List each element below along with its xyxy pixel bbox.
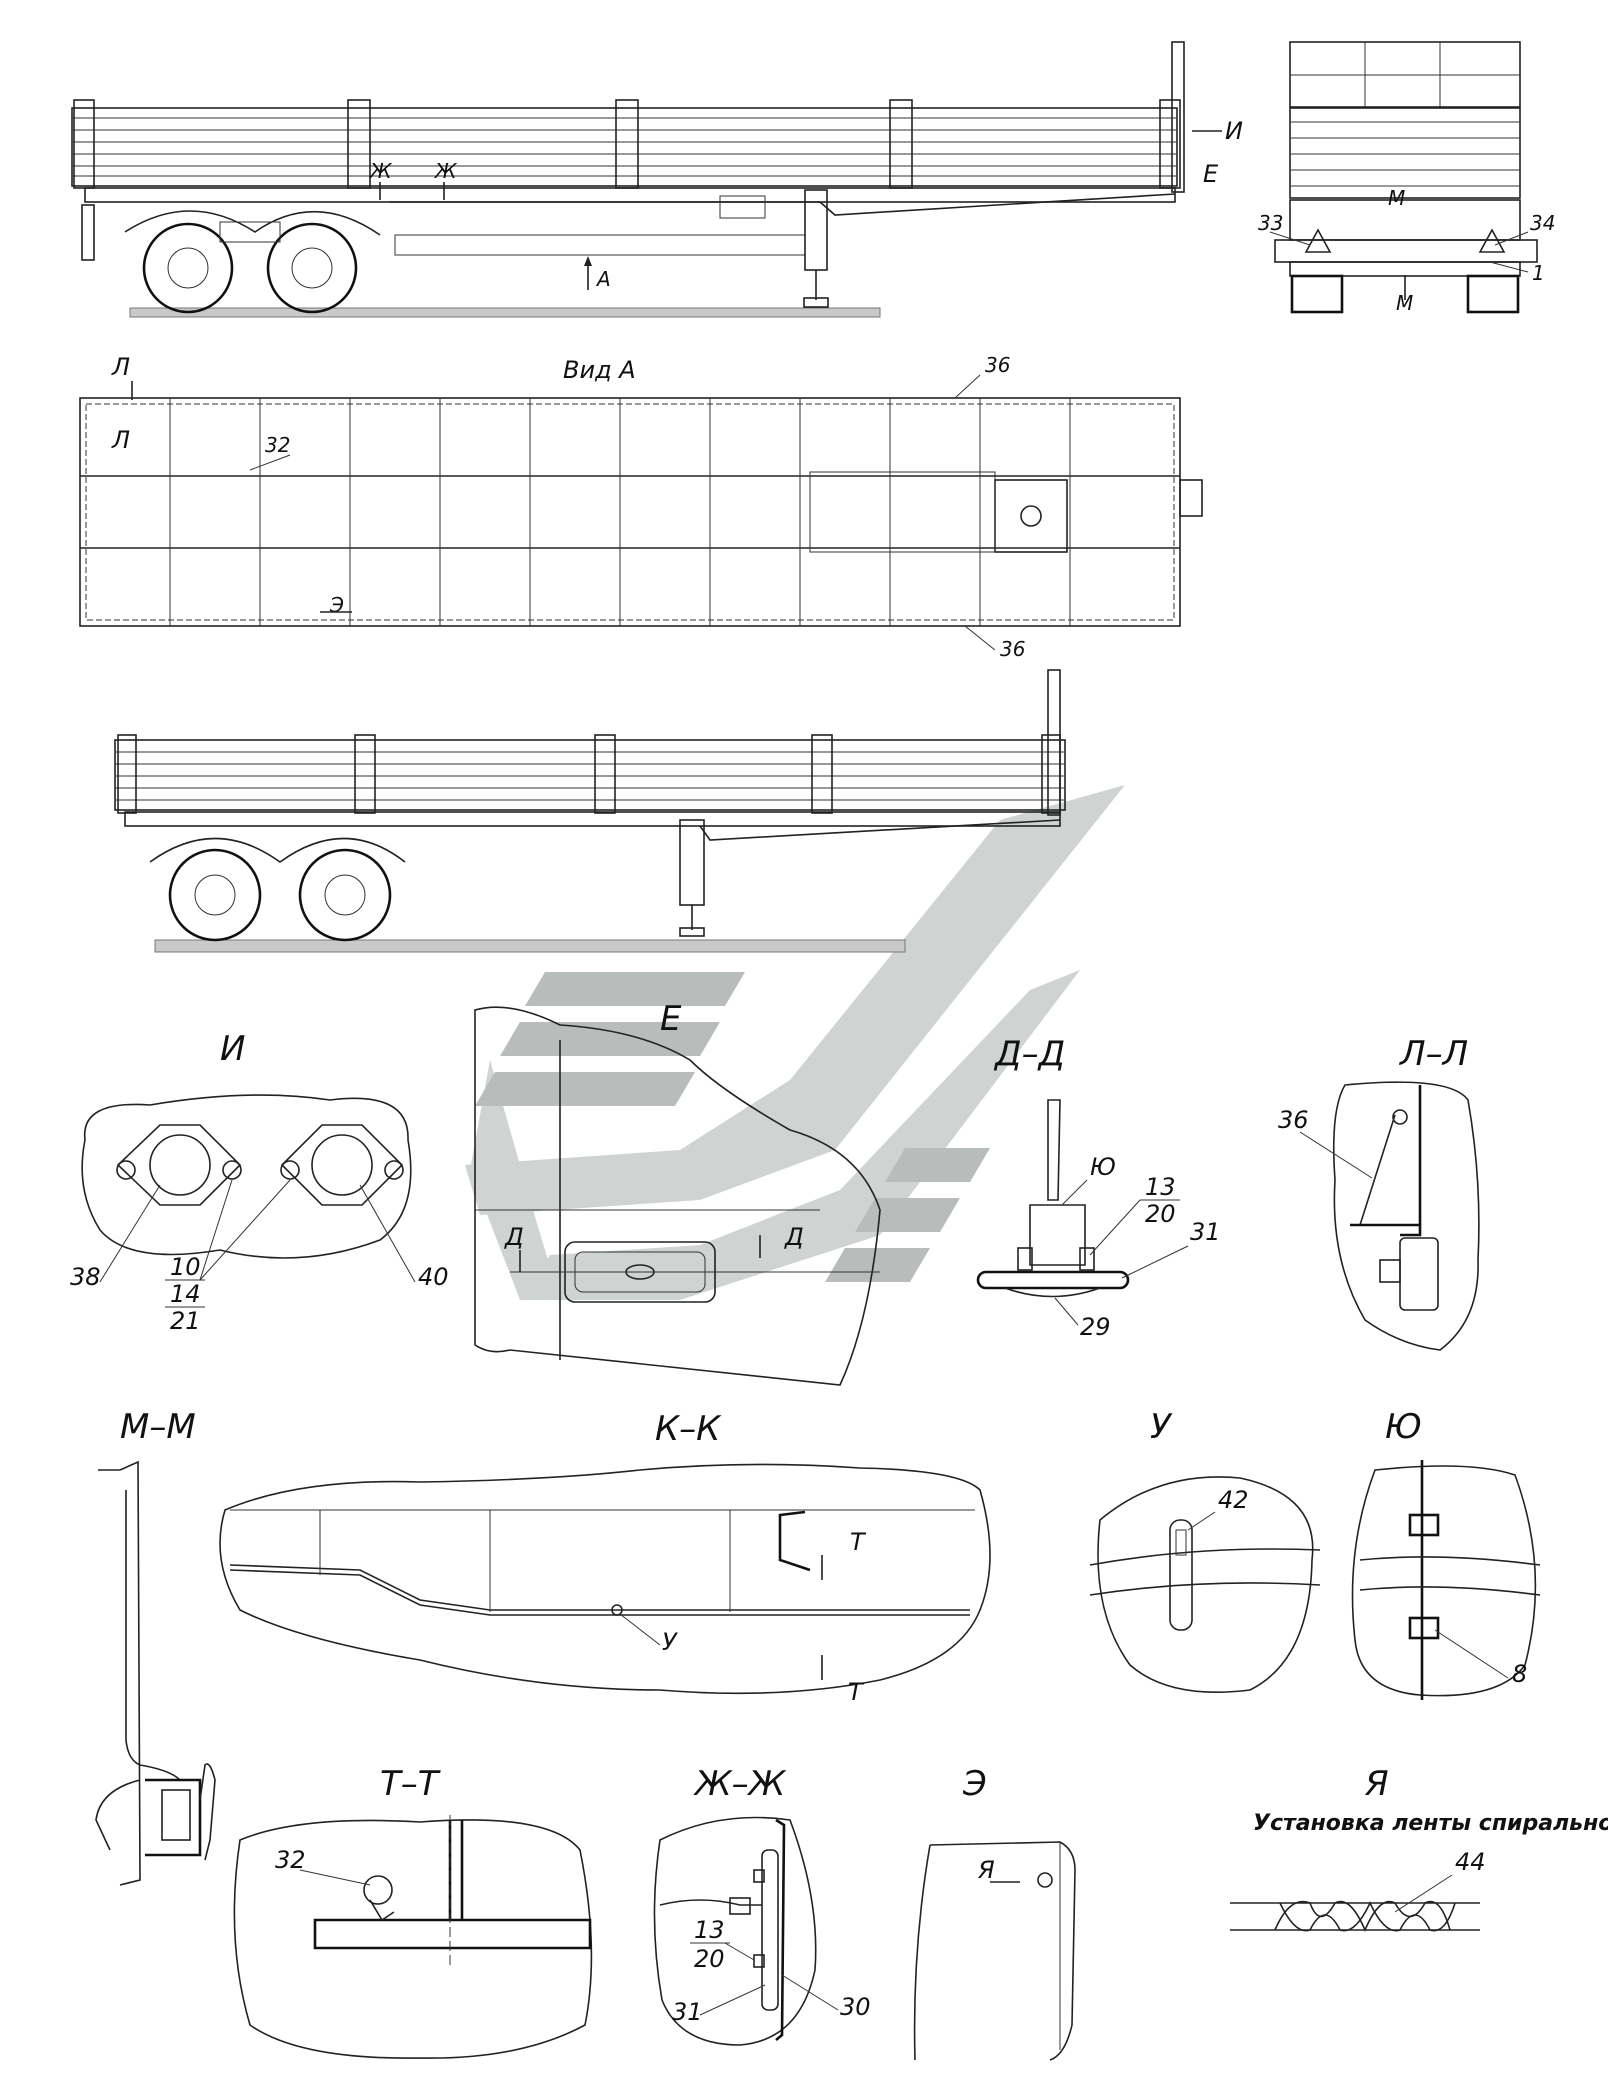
callout-32-plan: 32: [265, 433, 290, 457]
section-t-marker-bottom: Т: [848, 1678, 865, 1706]
callout-13-zh: 13: [694, 1916, 725, 1944]
plan-view-a: Вид А Л Л 32 Э 36 36: [79, 353, 1203, 661]
section-mm: М–М: [95, 1407, 216, 1886]
section-i-marker: И: [1225, 117, 1243, 145]
detail-u-title: У: [1150, 1407, 1173, 1447]
side-view-top: А И Е Ж Ж: [71, 41, 1243, 318]
callout-13-dd: 13: [1145, 1173, 1176, 1201]
section-m-marker-bottom: М: [1396, 291, 1413, 315]
detail-yu: Ю 8: [1351, 1407, 1541, 1700]
callout-1: 1: [1532, 261, 1545, 285]
section-ll: Л–Л 36: [1278, 1034, 1480, 1351]
section-dd-title: Д–Д: [993, 1034, 1065, 1074]
callout-33: 33: [1258, 211, 1283, 235]
callout-31-dd: 31: [1190, 1218, 1221, 1246]
callout-42: 42: [1218, 1486, 1249, 1514]
section-kk: К–К Т Т У: [219, 1409, 991, 1706]
callout-29: 29: [1080, 1313, 1111, 1341]
detail-i-title: И: [220, 1029, 245, 1069]
section-kk-title: К–К: [655, 1409, 722, 1449]
section-zh-marker-2: Ж: [433, 159, 458, 183]
section-e2-marker: Э: [329, 593, 344, 617]
section-d-marker-right: Д: [784, 1223, 804, 1251]
section-zh-marker-1: Ж: [368, 159, 393, 183]
detail-yu-title: Ю: [1385, 1407, 1422, 1447]
callout-8: 8: [1512, 1660, 1527, 1688]
section-d-marker-left: Д: [504, 1223, 524, 1251]
detail-i: И 38 10 14 21 40: [70, 1029, 449, 1335]
section-zhzh: Ж–Ж 13 20 31 30: [653, 1764, 871, 2046]
callout-36-plan-top: 36: [985, 353, 1010, 377]
callout-38: 38: [70, 1263, 101, 1291]
detail-ya: Я Установка ленты спиральной 44: [1230, 1764, 1608, 1933]
callout-yu-dd: Ю: [1090, 1153, 1116, 1181]
callout-36-plan-bottom: 36: [1000, 637, 1025, 661]
side-view-second: [114, 669, 1066, 953]
view-a-marker: А: [595, 267, 611, 291]
detail-e2: Э Я: [913, 1764, 1076, 2061]
callout-20-dd: 20: [1145, 1200, 1176, 1228]
section-t-marker-top: Т: [850, 1528, 867, 1556]
callout-44: 44: [1455, 1848, 1486, 1876]
detail-u: У 42: [1089, 1407, 1321, 1693]
section-tt: Т–Т 32: [233, 1764, 593, 2059]
section-l-marker-bottom: Л: [111, 426, 130, 454]
callout-31-zh: 31: [672, 1998, 703, 2026]
ground-line: [129, 307, 881, 318]
callout-30: 30: [840, 1993, 871, 2021]
callout-u-kk: У: [662, 1628, 678, 1656]
callout-10: 10: [170, 1253, 201, 1281]
detail-ya-title: Я: [1364, 1764, 1389, 1804]
section-ll-title: Л–Л: [1398, 1034, 1468, 1074]
callout-32-tt: 32: [275, 1846, 306, 1874]
callout-36-ll: 36: [1278, 1106, 1309, 1134]
callout-14: 14: [170, 1280, 201, 1308]
section-dd: Д–Д Ю 13 20 31 29: [976, 1034, 1221, 1341]
callout-40: 40: [418, 1263, 449, 1291]
detail-e-marker: Е: [1203, 160, 1219, 188]
detail-e: Е Д Д: [474, 999, 881, 1386]
section-l-marker-top: Л: [111, 353, 130, 381]
section-tt-title: Т–Т: [380, 1764, 441, 1804]
section-m-marker-top: М: [1388, 186, 1405, 210]
detail-e2-title: Э: [962, 1764, 987, 1804]
detail-ya-caption: Установка ленты спиральной: [1253, 1811, 1608, 1836]
section-mm-title: М–М: [120, 1407, 196, 1447]
callout-21: 21: [170, 1307, 201, 1335]
rear-view: 33 34 1 М М: [1258, 41, 1555, 315]
view-a-title: Вид А: [563, 356, 636, 384]
detail-ya-marker: Я: [977, 1856, 995, 1884]
detail-e-title: Е: [660, 999, 682, 1039]
section-zhzh-title: Ж–Ж: [693, 1764, 787, 1804]
callout-34: 34: [1530, 211, 1555, 235]
callout-20-zh: 20: [694, 1945, 725, 1973]
